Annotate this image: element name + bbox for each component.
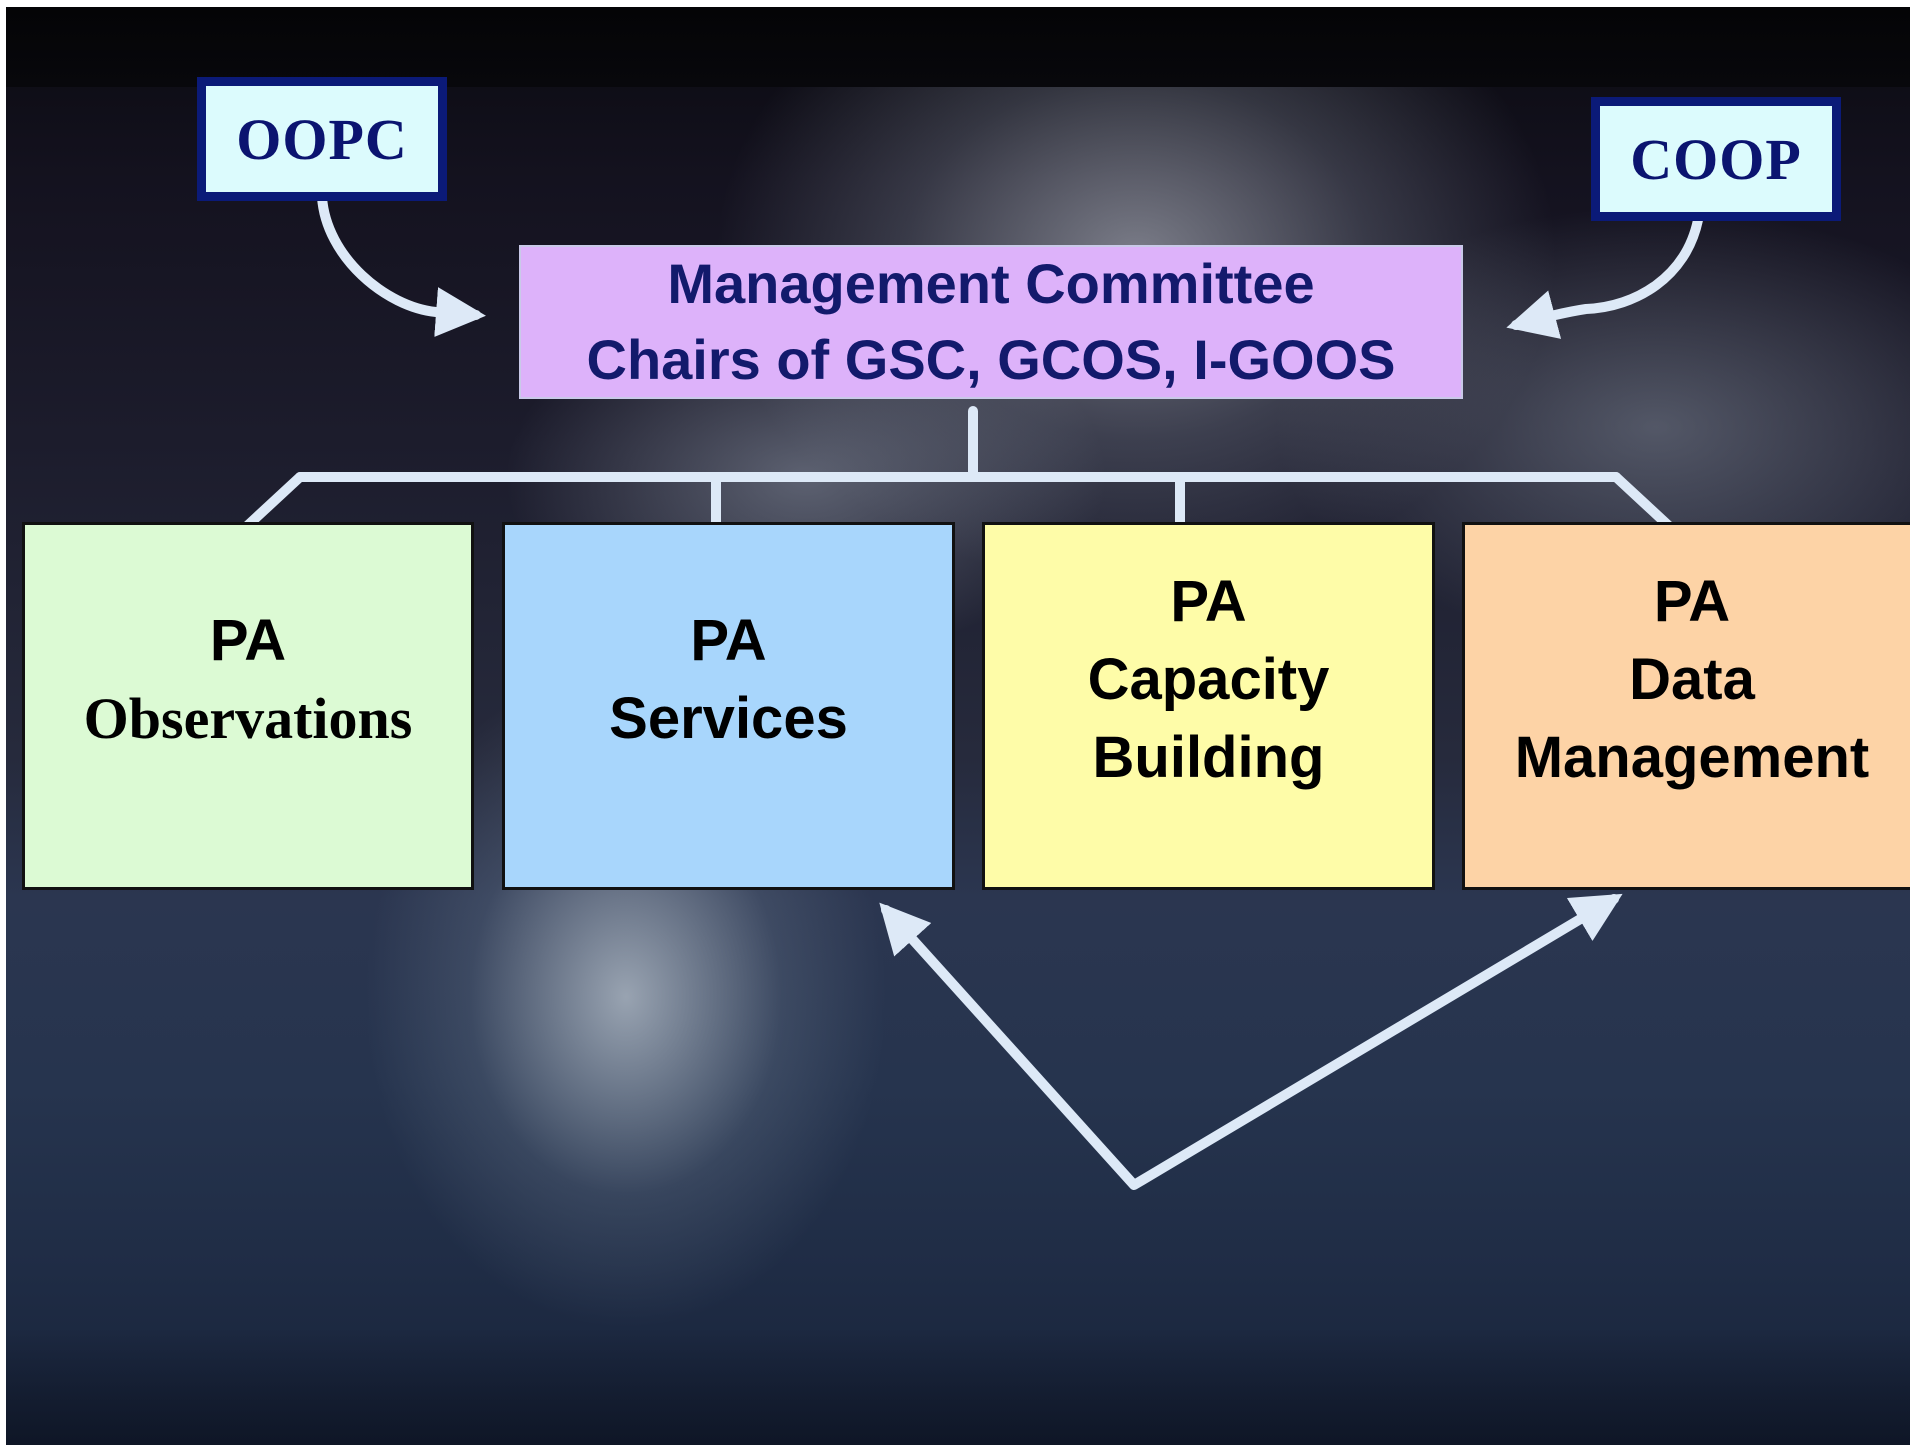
committee-title: Management Committee xyxy=(667,252,1315,315)
pa-services-line1: PA xyxy=(690,608,767,673)
coop-label: COOP xyxy=(1630,126,1802,192)
pa-data-line2: Data xyxy=(1629,647,1755,712)
pa-services-line2: Services xyxy=(609,686,848,751)
services-data-link-arrow xyxy=(879,893,1623,1190)
drop-data-management xyxy=(1611,472,1675,532)
pa-capacity-line3: Building xyxy=(1092,725,1325,790)
pa-data-line1: PA xyxy=(1653,569,1731,634)
pa-capacity-line1: PA xyxy=(1170,569,1247,634)
pa-capacity-line2: Capacity xyxy=(1087,647,1330,712)
oopc-label: OOPC xyxy=(236,106,408,172)
drop-observations xyxy=(241,472,305,532)
oopc-to-committee-arrow xyxy=(317,192,486,337)
connector-lines xyxy=(241,192,1703,1190)
coop-to-committee-arrow xyxy=(1506,215,1703,339)
top-dark-band xyxy=(6,7,1910,87)
pa-observations-line1: PA xyxy=(209,608,287,673)
pa-data-management-box: PA Data Management xyxy=(1462,522,1910,890)
management-committee-box: Management Committee Chairs of GSC, GCOS… xyxy=(519,245,1463,399)
pa-observations-box: PA Observations xyxy=(22,522,474,890)
pa-observations-line2: Observations xyxy=(83,686,413,751)
committee-subtitle: Chairs of GSC, GCOS, I-GOOS xyxy=(586,328,1396,391)
pa-capacity-building-box: PA Capacity Building xyxy=(982,522,1435,890)
coop-box: COOP xyxy=(1591,97,1841,221)
slide-background: OOPC COOP Management Committee Chairs of… xyxy=(6,7,1910,1445)
pa-services-box: PA Services xyxy=(502,522,955,890)
oopc-box: OOPC xyxy=(197,77,447,201)
pa-data-line3: Management xyxy=(1514,725,1870,790)
